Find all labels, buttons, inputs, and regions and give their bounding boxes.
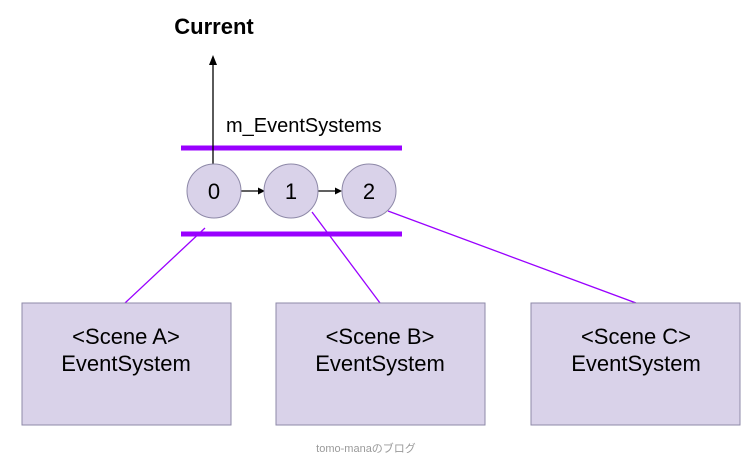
list-label: m_EventSystems xyxy=(226,115,382,137)
connector-line-1 xyxy=(311,211,381,304)
node-label: 0 xyxy=(208,179,220,204)
scene-box-c: <Scene C> EventSystem xyxy=(530,302,741,426)
scene-box-subtitle: EventSystem xyxy=(571,351,701,376)
current-arrow-head xyxy=(209,55,217,65)
node-circle xyxy=(341,163,397,219)
scene-box-title: <Scene A> xyxy=(72,324,180,349)
scene-box-title: <Scene C> xyxy=(581,324,691,349)
scene-box-rect xyxy=(275,302,486,426)
connector-line-0 xyxy=(124,227,206,304)
node-arrow-0-1-head xyxy=(258,187,265,195)
node-label: 1 xyxy=(285,179,297,204)
watermark-text: tomo-manaのブログ xyxy=(316,441,416,455)
scene-box-subtitle: EventSystem xyxy=(315,351,445,376)
node-circle xyxy=(263,163,319,219)
scene-box-b: <Scene B> EventSystem xyxy=(275,302,486,426)
list-node-2: 2 xyxy=(341,163,397,219)
node-arrow-1-2-head xyxy=(335,187,342,195)
scene-box-subtitle: EventSystem xyxy=(61,351,191,376)
current-title: Current xyxy=(174,14,254,39)
node-label: 2 xyxy=(363,179,375,204)
scene-box-rect xyxy=(530,302,741,426)
list-node-1: 1 xyxy=(263,163,319,219)
connector-line-2 xyxy=(387,210,637,304)
scene-box-a: <Scene A> EventSystem xyxy=(21,302,232,426)
scene-box-rect xyxy=(21,302,232,426)
scene-box-title: <Scene B> xyxy=(326,324,435,349)
list-node-0: 0 xyxy=(186,163,242,219)
node-circle xyxy=(186,163,242,219)
